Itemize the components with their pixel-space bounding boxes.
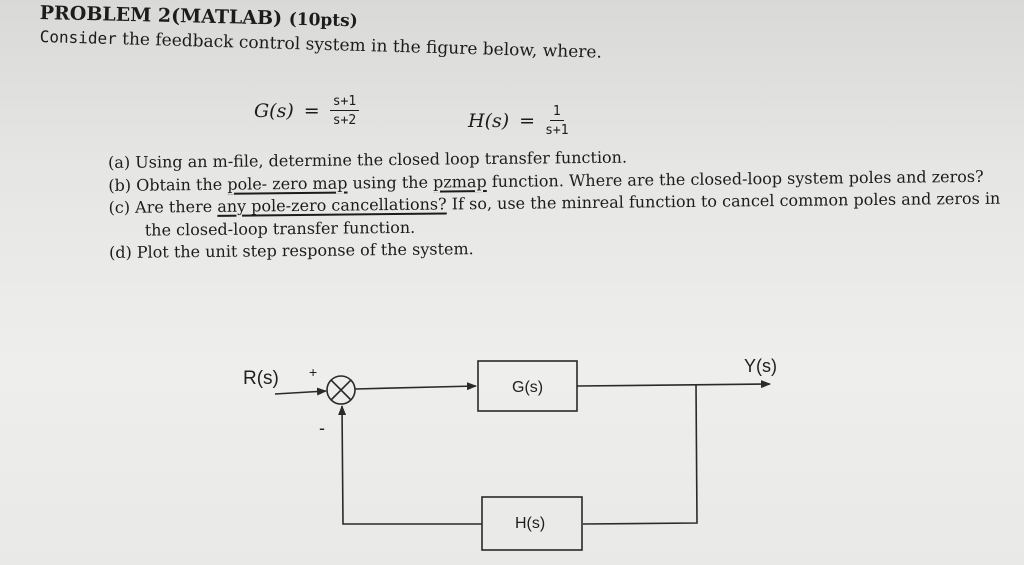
output-signal-line: [576, 380, 771, 389]
input-label: R(s): [243, 368, 279, 389]
g-numerator: s+1: [329, 94, 360, 111]
feedback-block-label: H(s): [515, 515, 545, 532]
h-fraction: 1 s+1: [545, 104, 568, 138]
g-equation: G(s) = s+1 s+2: [254, 94, 360, 128]
h-equation: H(s) = 1 s+1: [468, 104, 569, 138]
input-signal-line: [274, 387, 327, 396]
g-equals: =: [303, 100, 320, 122]
plus-sign: +: [309, 364, 317, 380]
h-equals: =: [519, 110, 536, 132]
feedback-path-left: [338, 405, 482, 525]
output-label: Y(s): [744, 356, 777, 376]
error-signal-line: [354, 382, 477, 391]
g-fraction: s+1 s+2: [329, 94, 360, 128]
g-lhs: G(s): [254, 100, 294, 122]
forward-block-label: G(s): [512, 379, 543, 396]
h-lhs: H(s): [468, 110, 510, 132]
summing-junction-cross-2: [330, 379, 352, 401]
h-numerator: 1: [549, 104, 564, 121]
feedback-path-right: [582, 384, 698, 525]
g-denominator: s+2: [332, 113, 357, 128]
minus-sign: -: [319, 418, 325, 438]
h-denominator: s+1: [545, 123, 569, 138]
summing-junction: [326, 375, 356, 405]
